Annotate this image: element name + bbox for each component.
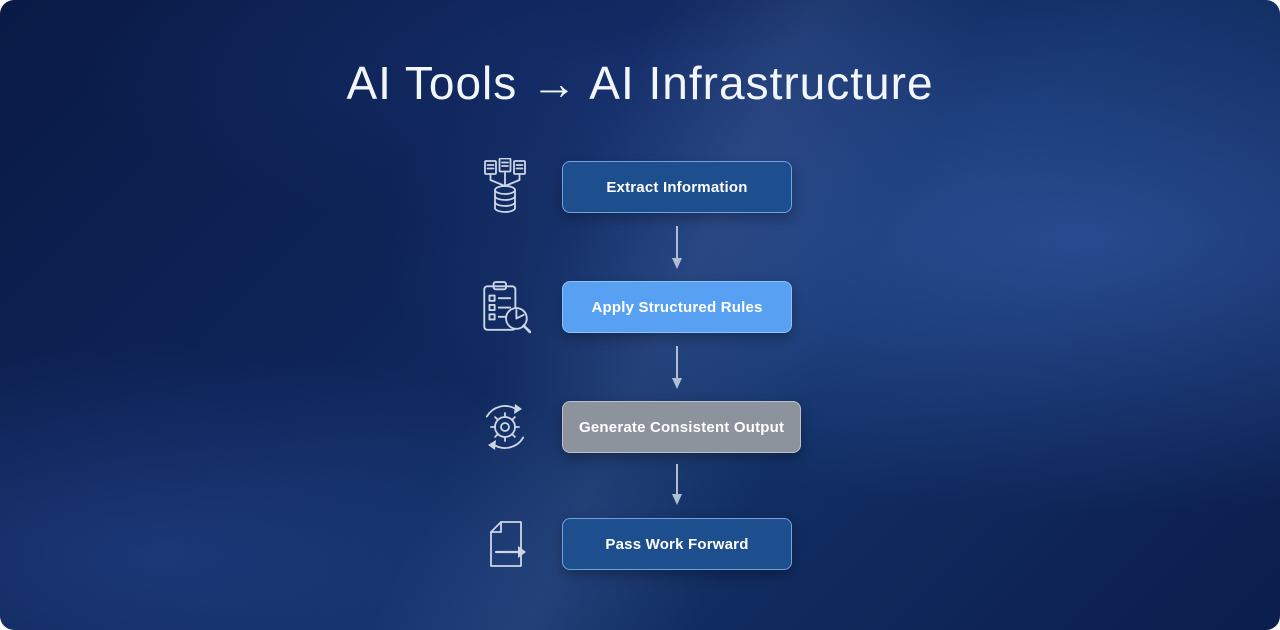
step-button-generate-consistent-output[interactable]: Generate Consistent Output [562, 401, 802, 453]
gear-process-icon [475, 397, 535, 457]
data-sources-icon [475, 157, 535, 217]
step-button-apply-structured-rules[interactable]: Apply Structured Rules [562, 281, 792, 333]
arrow-down-icon [672, 346, 682, 389]
arrow-down-icon [672, 464, 682, 505]
checklist-analysis-icon [475, 277, 535, 337]
document-forward-icon [475, 514, 535, 574]
flow-step-pass-work-forward: Pass Work Forward [475, 514, 792, 574]
flow-step-generate-consistent-output: Generate Consistent Output [475, 397, 802, 457]
arrow-down-icon [672, 226, 682, 269]
step-button-extract-information[interactable]: Extract Information [562, 161, 792, 213]
page-title: AI Tools → AI Infrastructure [346, 57, 934, 109]
flow-step-apply-structured-rules: Apply Structured Rules [475, 277, 792, 337]
step-button-pass-work-forward[interactable]: Pass Work Forward [562, 518, 792, 570]
flow-step-extract-information: Extract Information [475, 157, 792, 217]
